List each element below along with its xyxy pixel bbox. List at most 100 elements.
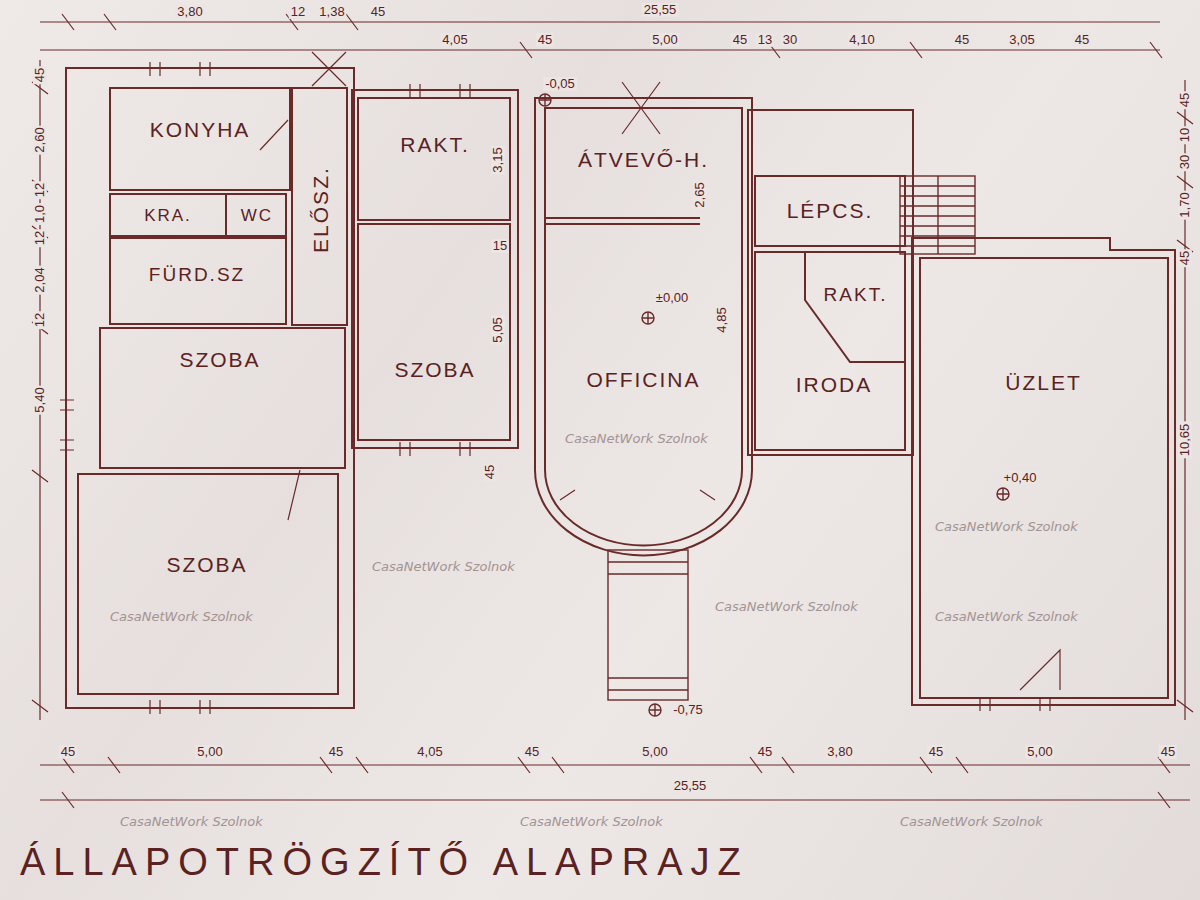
plan-line	[32, 82, 48, 712]
walls-middle-block	[352, 90, 518, 448]
plan-line	[40, 764, 1190, 765]
dimension-label: 12	[33, 311, 47, 329]
room-name: ÁTVEVŐ-H.	[578, 148, 709, 171]
plan-line	[608, 562, 688, 690]
plan-line	[539, 94, 551, 106]
plan-line	[62, 792, 1170, 808]
watermark: CasaNetWork Szolnok	[520, 815, 663, 829]
dimension-label: 4,10	[847, 33, 876, 47]
plan-line	[805, 252, 905, 362]
plan-line	[545, 223, 700, 225]
dimension-label: -0,75	[671, 703, 705, 717]
room-name: SZOBA	[179, 348, 260, 371]
plan-line	[292, 88, 347, 325]
room-name: LÉPCS.	[787, 199, 874, 222]
dimension-label: 5,40	[33, 385, 47, 414]
plan-line	[920, 258, 1168, 698]
dimension-label: 5,00	[1025, 745, 1054, 759]
walls-officina	[535, 98, 752, 555]
room-name: KRA.	[144, 207, 192, 226]
dimension-label: 1,70	[1178, 190, 1192, 219]
watermark: CasaNetWork Szolnok	[565, 432, 708, 446]
dimension-label: 30	[781, 33, 799, 47]
plan-line	[40, 799, 1190, 800]
plan-line	[1177, 112, 1193, 712]
walls-left-block	[66, 68, 354, 708]
plan-line	[260, 120, 300, 520]
dimension-label: 13	[756, 33, 774, 47]
dimension-label: 10,65	[1178, 422, 1192, 459]
plan-line	[649, 704, 661, 716]
watermark: CasaNetWork Szolnok	[120, 815, 263, 829]
plan-line	[78, 474, 338, 694]
plan-line	[622, 82, 660, 134]
dimension-label: 45	[523, 745, 541, 759]
plan-line	[150, 700, 210, 714]
dimension-label: 45	[327, 745, 345, 759]
room-label-box: LÉPCS.	[757, 182, 903, 240]
dimension-label: 25,55	[642, 3, 679, 17]
walls-right-block	[748, 110, 1175, 705]
plan-line	[560, 490, 715, 500]
dimension-label: 15	[491, 239, 509, 253]
staircase	[900, 176, 975, 254]
room-name: SZOBA	[394, 358, 475, 381]
plan-line	[912, 238, 1175, 705]
entrance-steps	[608, 550, 688, 700]
plan-line	[755, 176, 905, 246]
dimension-label: 2,65	[693, 180, 707, 209]
room-label-box: ÁTVEVŐ-H.	[547, 130, 740, 190]
room-label-box: SZOBA	[82, 530, 332, 600]
plan-line	[545, 217, 700, 219]
room-label-box: KONYHA	[112, 100, 288, 160]
room-label-box: SZOBA	[362, 340, 508, 400]
dimension-label: 45	[483, 463, 497, 481]
plan-line	[110, 194, 226, 236]
plan-line	[352, 90, 518, 448]
dimension-label: 3,05	[1007, 33, 1036, 47]
room-name: SZOBA	[166, 553, 247, 576]
plan-line	[150, 62, 210, 76]
plan-line	[66, 68, 354, 708]
dimension-label: 45	[59, 745, 77, 759]
room-label-box: OFFICINA	[547, 345, 740, 415]
plan-line	[358, 224, 510, 440]
room-label-box: ÜZLET	[917, 350, 1170, 415]
plan-line	[60, 400, 74, 450]
plan-line	[608, 550, 688, 700]
dimension-label: 12	[289, 5, 307, 19]
dimension-label: 45	[536, 33, 554, 47]
plan-line	[400, 442, 470, 456]
room-name: RAKT.	[824, 285, 888, 306]
plan-line	[40, 49, 1160, 50]
dimension-label: 45	[1073, 33, 1091, 47]
room-label-box: IRODA	[760, 355, 908, 415]
watermark: CasaNetWork Szolnok	[935, 610, 1078, 624]
watermark: CasaNetWork Szolnok	[715, 600, 858, 614]
dimension-label: 3,15	[491, 145, 505, 174]
plan-line	[937, 176, 938, 254]
dimension-label: 5,00	[650, 33, 679, 47]
plan-line	[649, 704, 661, 716]
plan-line	[642, 312, 654, 324]
room-name: IRODA	[796, 373, 873, 396]
dimension-label: 12	[33, 229, 47, 247]
dimension-label: 45	[369, 5, 387, 19]
room-name: RAKT.	[400, 133, 470, 156]
dimension-label: 4,05	[440, 33, 469, 47]
plan-line	[100, 328, 345, 468]
dimension-label: 2,04	[33, 265, 47, 294]
dimension-label: 1,38	[317, 5, 346, 19]
room-label-box: KRA.	[113, 198, 223, 234]
plan-line	[110, 88, 290, 190]
plan-line	[410, 84, 470, 98]
room-label-box: ELŐSZ.	[296, 100, 344, 320]
drawing-title: ÁLLAPOTRÖGZÍTŐ ALAPRAJZ	[20, 842, 749, 884]
dimension-label: 45	[953, 33, 971, 47]
dimension-label: ±0,00	[654, 291, 690, 305]
dimension-label: 5,05	[491, 315, 505, 344]
dimension-label: +0,40	[1002, 471, 1039, 485]
dimension-label: 45	[1178, 249, 1192, 267]
dimension-label: 1,0	[33, 203, 47, 225]
